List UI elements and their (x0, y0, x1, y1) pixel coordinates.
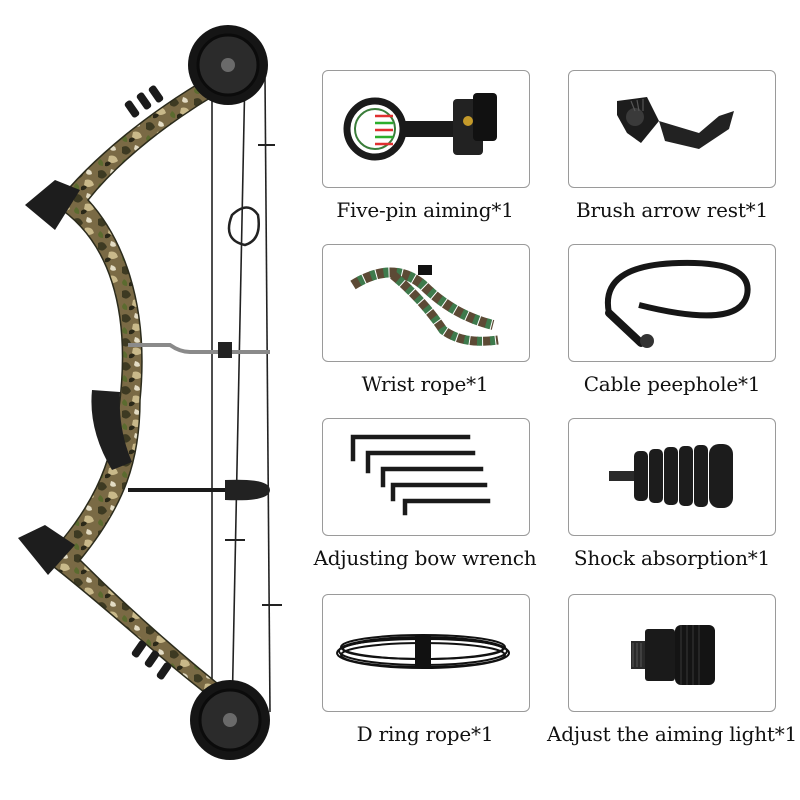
label-aiming-light: Adjust the aiming light*1 (547, 722, 798, 746)
wrist-rope-icon (350, 265, 499, 346)
label-shock-absorption: Shock absorption*1 (573, 546, 771, 570)
d-loop-rope-icon (336, 634, 510, 669)
tile-brush-arrow-rest (568, 70, 776, 188)
label-bow-wrench: Adjusting bow wrench (313, 546, 537, 570)
label-brush-arrow-rest: Brush arrow rest*1 (575, 198, 769, 222)
label-five-pin-sight: Five-pin aiming*1 (336, 198, 514, 222)
tile-five-pin-sight (322, 70, 530, 188)
sight-light-icon (631, 625, 715, 685)
tile-shock-absorption (568, 418, 776, 536)
stabilizer-icon (609, 444, 733, 508)
compound-bow-image (18, 25, 282, 760)
tile-wrist-rope (322, 244, 530, 362)
tile-bow-wrench (322, 418, 530, 536)
tile-d-ring-rope (322, 594, 530, 712)
peep-sight-icon (604, 259, 751, 348)
label-d-ring-rope: D ring rope*1 (356, 722, 494, 746)
label-cable-peephole: Cable peephole*1 (583, 372, 761, 396)
arrow-rest-icon (617, 97, 734, 149)
tile-aiming-light (568, 594, 776, 712)
tile-cable-peephole (568, 244, 776, 362)
sight-icon (343, 93, 497, 161)
hex-wrench-icon (350, 434, 491, 516)
label-wrist-rope: Wrist rope*1 (361, 372, 489, 396)
